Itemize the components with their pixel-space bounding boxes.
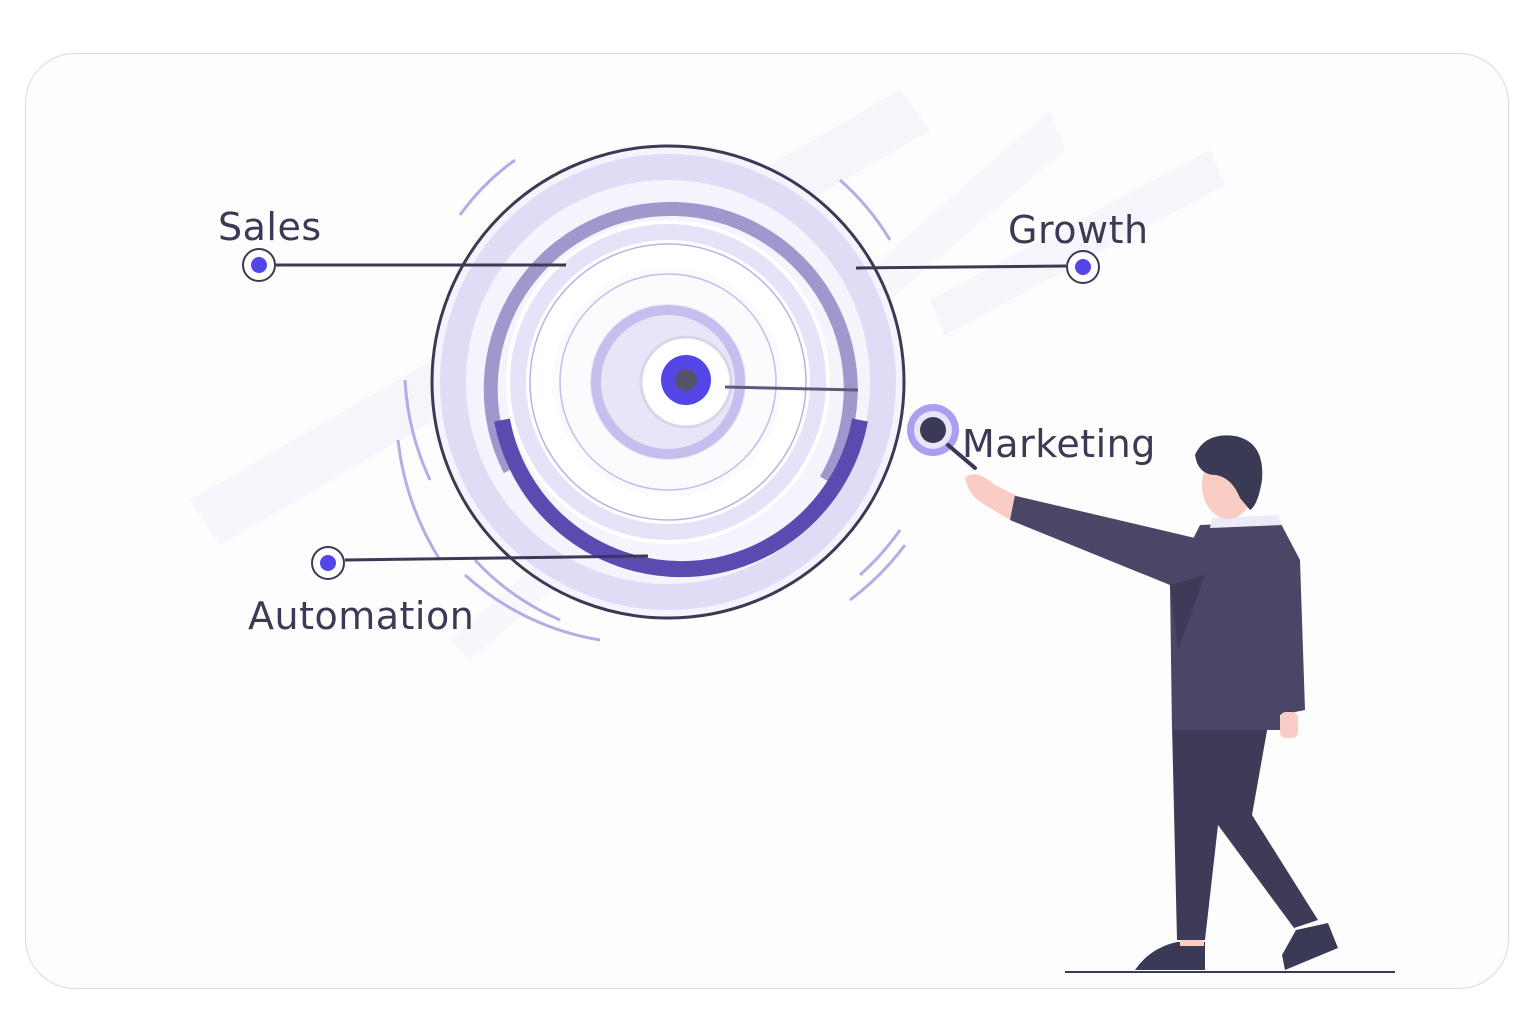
label-marketing: Marketing [962,422,1156,466]
automation-connector [311,546,649,580]
target-icon [430,144,906,620]
node-dot-icon [1075,259,1091,275]
growth-connector [855,250,1100,284]
marketing-node-icon [907,404,977,470]
label-growth: Growth [1008,208,1149,252]
node-dot-icon [251,257,267,273]
node-dot-icon [320,555,336,571]
label-automation: Automation [248,594,475,638]
label-sales: Sales [218,205,322,249]
sales-connector [242,248,566,282]
motion-arcs [396,158,907,642]
person-pointing-illustration [965,435,1395,973]
